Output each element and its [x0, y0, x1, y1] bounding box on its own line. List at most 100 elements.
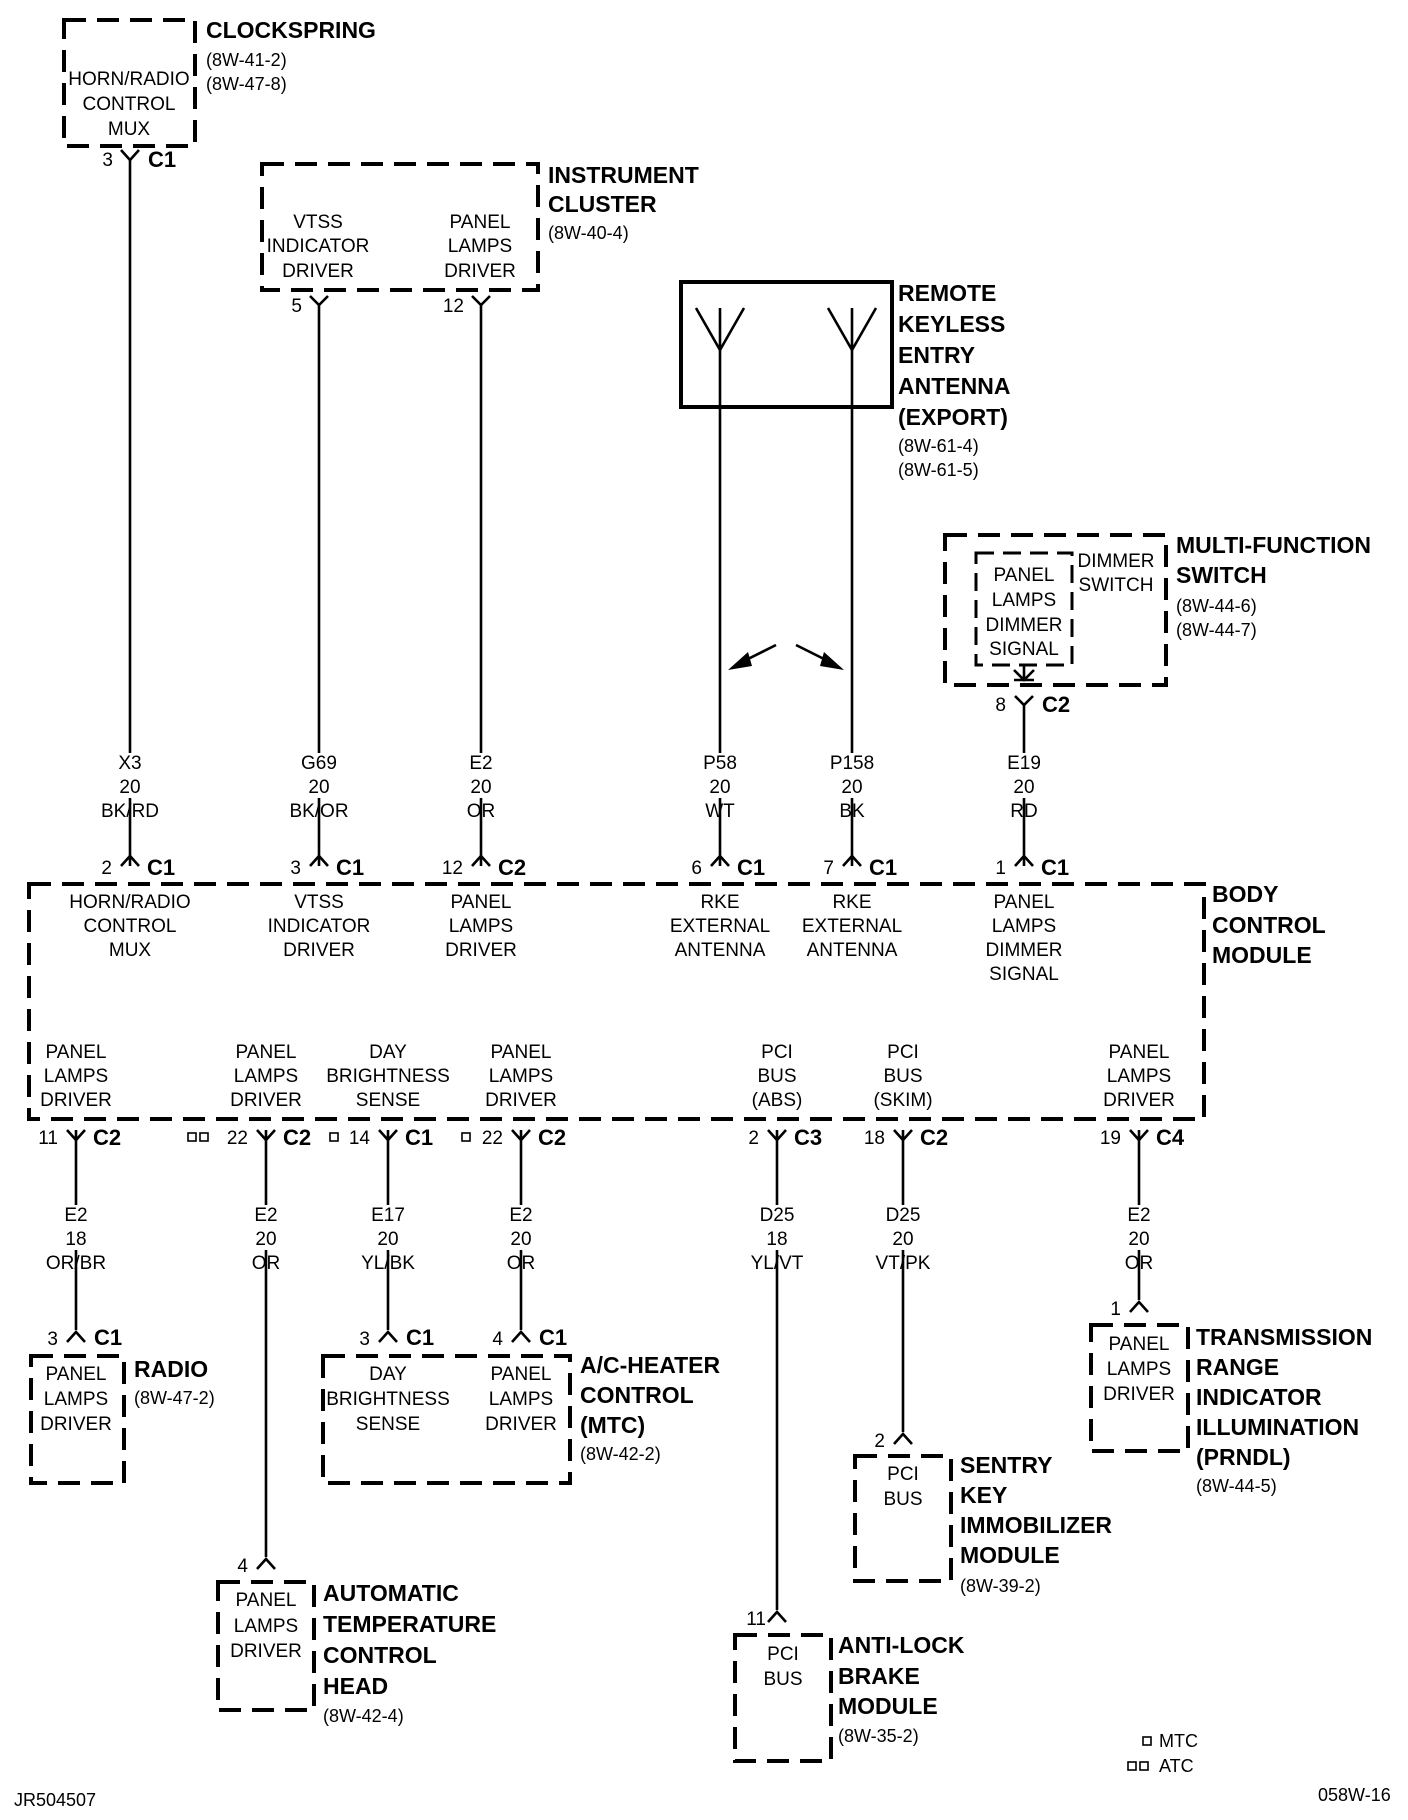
- connector-symbol: [256, 1129, 276, 1142]
- wire-label: E17: [371, 1205, 405, 1226]
- radio-inner-3: DRIVER: [40, 1414, 112, 1435]
- footer-left: JR504507: [14, 1790, 96, 1810]
- ic-panel-pin: 12: [443, 296, 464, 317]
- clockspring-inner-3: MUX: [108, 119, 151, 140]
- wire-label: 20: [377, 1229, 398, 1250]
- wire-label: 20: [308, 777, 329, 798]
- connector-symbol: [378, 1330, 398, 1343]
- rke-antenna-box: [679, 280, 894, 409]
- prndl-title-5: (PRNDL): [1196, 1444, 1291, 1470]
- ac-title-1: A/C-HEATER: [580, 1352, 721, 1378]
- connector-symbol: [511, 1129, 531, 1142]
- prndl-inner-2: LAMPS: [1107, 1359, 1171, 1380]
- bcm-bottom-label: LAMPS: [234, 1066, 298, 1087]
- skim-title-2: KEY: [960, 1482, 1007, 1508]
- mfs-title-1: MULTI-FUNCTION: [1176, 532, 1371, 558]
- antenna-icon: [694, 307, 746, 353]
- bcm-top-label: HORN/RADIO: [69, 892, 190, 913]
- arrowhead-left: [728, 652, 752, 670]
- antenna-icon: [826, 307, 878, 353]
- radio-pin: 3: [47, 1329, 58, 1350]
- connector-symbol: [842, 854, 862, 867]
- rke-ref-1: (8W-61-4): [898, 436, 979, 456]
- bcm-top-label: ANTENNA: [807, 940, 898, 961]
- wire-label: E2: [509, 1205, 532, 1226]
- bcm-top-conn: C2: [498, 855, 526, 880]
- wire-label: WT: [705, 801, 735, 822]
- atc-marker: [1127, 1761, 1137, 1771]
- ac-heater-box: [321, 1354, 572, 1485]
- atc-title-1: AUTOMATIC: [323, 1580, 459, 1606]
- prndl-inner-3: DRIVER: [1103, 1384, 1175, 1405]
- connector-symbol: [1129, 1300, 1149, 1313]
- bcm-bottom-label: LAMPS: [489, 1066, 553, 1087]
- mfs-title-2: SWITCH: [1176, 562, 1267, 588]
- bcm-bottom-label: BUS: [757, 1066, 796, 1087]
- abs-inner-2: BUS: [763, 1669, 802, 1690]
- abs-pin: 11: [746, 1609, 766, 1630]
- mfs-side-1: DIMMER: [1077, 551, 1154, 572]
- skim-ref: (8W-39-2): [960, 1576, 1041, 1596]
- bcm-bottom-conn: C3: [794, 1125, 822, 1150]
- mfs-side-2: SWITCH: [1079, 575, 1154, 596]
- abs-inner-1: PCI: [767, 1644, 799, 1665]
- skim-pin: 2: [874, 1431, 885, 1452]
- bcm-bottom-label: PANEL: [491, 1042, 552, 1063]
- ic-vtss-2: INDICATOR: [267, 236, 370, 257]
- skim-title-4: MODULE: [960, 1542, 1060, 1568]
- wire-labels-bottom: E218OR/BRE220ORE1720YL/BKE220ORD2518YL/V…: [46, 1205, 1153, 1274]
- ic-panel-3: DRIVER: [444, 261, 516, 282]
- clockspring-pin: 3: [102, 150, 113, 171]
- connector-symbol: [1014, 695, 1034, 707]
- wire-label: P158: [830, 753, 874, 774]
- clockspring-inner-2: CONTROL: [83, 94, 176, 115]
- bcm-top-label: INDICATOR: [268, 916, 371, 937]
- wire-label: E2: [64, 1205, 87, 1226]
- bcm-bottom-pin: 18: [864, 1128, 885, 1149]
- legend: MTC ATC: [1127, 1731, 1198, 1776]
- atc-inner-2: LAMPS: [234, 1616, 298, 1637]
- wire-label: RD: [1010, 801, 1037, 822]
- connector-symbol: [767, 1129, 787, 1142]
- connector-symbol: [893, 1432, 913, 1445]
- legend-atc: ATC: [1159, 1756, 1194, 1776]
- mfs-ref-1: (8W-44-6): [1176, 596, 1257, 616]
- sentry-key-immobilizer-module: PCI BUS SENTRY KEY IMMOBILIZER MODULE (8…: [853, 1452, 1112, 1596]
- mfs-pin: 8: [995, 695, 1006, 716]
- bcm-top-label: RKE: [832, 892, 871, 913]
- clockspring: HORN/RADIO CONTROL MUX CLOCKSPRING (8W-4…: [62, 17, 376, 148]
- clockspring-conn: C1: [148, 147, 176, 172]
- bcm-bottom-label: BUS: [883, 1066, 922, 1087]
- prndl-title-2: RANGE: [1196, 1354, 1279, 1380]
- ac-heater-control: DAY BRIGHTNESS SENSE PANEL LAMPS DRIVER …: [321, 1352, 721, 1485]
- bcm-bottom-label: SENSE: [356, 1090, 420, 1111]
- wire-label: 20: [255, 1229, 276, 1250]
- bcm-bottom-label: LAMPS: [1107, 1066, 1171, 1087]
- skim-inner-2: BUS: [883, 1489, 922, 1510]
- ac-panel-1: PANEL: [491, 1364, 552, 1385]
- wire-label: OR/BR: [46, 1253, 106, 1274]
- bcm-top-conn: C1: [336, 855, 364, 880]
- wire-label: G69: [301, 753, 337, 774]
- bcm-bottom-conn: C1: [405, 1125, 433, 1150]
- bcm-top-label: EXTERNAL: [802, 916, 902, 937]
- atc-inner-3: DRIVER: [230, 1641, 302, 1662]
- wire-label: VT/PK: [876, 1253, 931, 1274]
- mfs-ref-2: (8W-44-7): [1176, 620, 1257, 640]
- wire-label: YL/BK: [361, 1253, 415, 1274]
- ic-title-1: INSTRUMENT: [548, 162, 699, 188]
- bcm-top-label: ANTENNA: [675, 940, 766, 961]
- atc-title-2: TEMPERATURE: [323, 1611, 496, 1637]
- ac-panel-pin: 4: [492, 1329, 503, 1350]
- prndl-title-1: TRANSMISSION: [1196, 1324, 1372, 1350]
- wire-label: E2: [469, 753, 492, 774]
- bcm-bottom-label: DRIVER: [40, 1090, 112, 1111]
- bcm-box: [27, 882, 1206, 1121]
- mfs-conn: C2: [1042, 692, 1070, 717]
- wire-label: OR: [467, 801, 496, 822]
- bcm-top-pin: 7: [823, 858, 834, 879]
- radio-conn: C1: [94, 1325, 122, 1350]
